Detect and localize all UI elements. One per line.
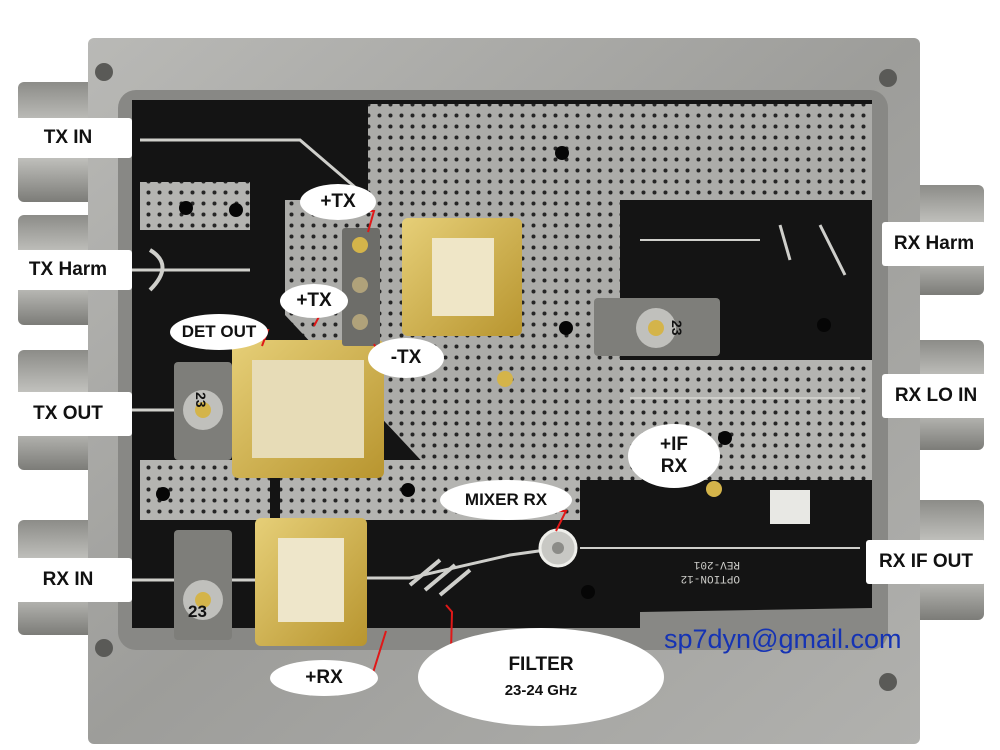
label-rx-lo-in: RX LO IN xyxy=(882,374,990,418)
label-if-rx-text: RX xyxy=(660,456,688,477)
pcb-rev-text: REV-201 xyxy=(693,558,740,570)
label-rx-harm: RX Harm xyxy=(882,222,986,266)
label-filter-title: FILTER xyxy=(508,654,574,676)
label-tx-out: TX OUT xyxy=(4,392,132,436)
housing-screw-holes xyxy=(95,63,897,691)
label-minus-tx: -TX xyxy=(368,338,444,378)
label-tx-in: TX IN xyxy=(4,118,132,158)
pcb-board xyxy=(130,100,872,628)
label-plus-tx-top: +TX xyxy=(300,184,376,220)
label-tx-harm: TX Harm xyxy=(4,250,132,290)
connector-mark-3: 23 xyxy=(669,320,685,336)
pcb-option-text: OPTION-12 xyxy=(681,572,740,584)
label-plus-if: +IF xyxy=(660,434,688,456)
label-filter-band: 23-24 GHz xyxy=(504,682,578,700)
sma-connectors-left xyxy=(18,82,98,635)
label-rx-in: RX IN xyxy=(4,558,132,602)
label-plus-rx: +RX xyxy=(270,660,378,696)
label-det-out: DET OUT xyxy=(170,314,268,350)
trim-potentiometer xyxy=(770,490,810,524)
label-if-rx: +IF RX xyxy=(628,424,720,488)
connector-mark-2: 23 xyxy=(188,602,207,621)
label-filter: FILTER 23-24 GHz xyxy=(418,628,664,726)
mmic-carriers xyxy=(232,218,522,646)
label-plus-tx-mid: +TX xyxy=(280,284,348,318)
connector-mark-1: 23 xyxy=(193,392,209,408)
label-rx-if-out: RX IF OUT xyxy=(866,540,986,584)
label-mixer-rx: MIXER RX xyxy=(440,480,572,520)
connector-blocks xyxy=(174,228,720,640)
email-watermark: sp7dyn@gmail.com xyxy=(664,624,902,654)
